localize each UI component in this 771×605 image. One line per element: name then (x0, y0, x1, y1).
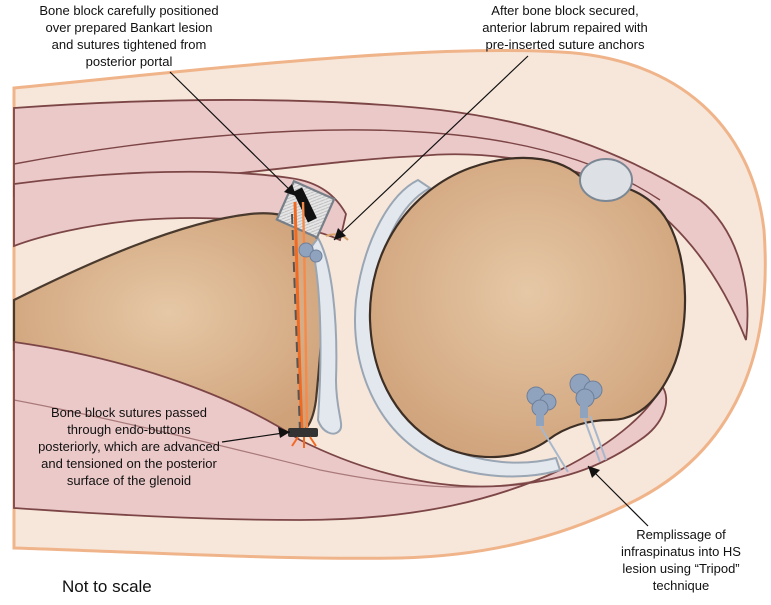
callout-remplissage-line: infraspinatus into HS (621, 544, 741, 559)
callout-remplissage-line: lesion using “Tripod” (622, 561, 740, 576)
callout-remplissage: Remplissage of infraspinatus into HS les… (596, 526, 766, 594)
humeral-head (368, 156, 687, 459)
callout-bone-block-line: over prepared Bankart lesion (45, 20, 213, 35)
suture-anchor-icon (526, 386, 557, 426)
glenoid-cartilage (310, 236, 343, 435)
callout-bone-block: Bone block carefully positioned over pre… (4, 2, 254, 70)
tuberosity-island (579, 158, 633, 202)
leader-labrum (333, 55, 529, 241)
callout-remplissage-line: Remplissage of (636, 527, 726, 542)
suture-tails (291, 436, 317, 448)
suture-anchor-icon-2 (569, 373, 603, 418)
callout-labrum-line: After bone block secured, (491, 3, 639, 18)
labrum-anchor-icon (298, 242, 314, 258)
callout-remplissage-line: technique (652, 578, 710, 593)
leader-arrowheads (278, 184, 600, 478)
callout-sutures-line: surface of the glenoid (66, 473, 192, 488)
remplissage-sutures (539, 415, 607, 473)
callout-sutures-line: and tensioned on the posterior (41, 456, 217, 471)
leader-bone-block (169, 71, 297, 197)
callout-labrum-line: pre-inserted suture anchors (485, 37, 645, 52)
callout-labrum-line: anterior labrum repaired with (482, 20, 648, 35)
deltoid-muscle (13, 99, 749, 341)
bone-block-pin (293, 187, 317, 223)
callout-bone-block-line: Bone block carefully positioned (39, 3, 219, 18)
infraspinatus-muscle (13, 340, 667, 521)
callout-labrum-repair: After bone block secured, anterior labru… (440, 2, 690, 53)
suture-strand-a (293, 201, 304, 433)
labrum-anchor-icon-2 (309, 249, 323, 263)
endo-button-icon (288, 428, 318, 437)
callout-sutures-line: posteriorly, which are advanced (38, 439, 220, 454)
leader-remplissage (587, 465, 649, 527)
suture-tunnel (291, 213, 301, 433)
callout-bone-block-line: posterior portal (85, 54, 173, 69)
callout-sutures-line: through endo-buttons (67, 422, 191, 437)
callout-bone-block-line: and sutures tightened from (51, 37, 207, 52)
leader-lines (169, 55, 649, 527)
leader-sutures (221, 431, 291, 443)
callout-endo-button-sutures: Bone block sutures passed through endo-b… (4, 404, 254, 489)
suture-strand-b (301, 201, 309, 433)
scale-note: Not to scale (62, 577, 152, 596)
deltoid-fascia (13, 129, 661, 201)
infraspinatus-fascia (13, 399, 541, 488)
subscapularis-muscle (13, 170, 347, 248)
callout-sutures-line: Bone block sutures passed (50, 405, 208, 420)
